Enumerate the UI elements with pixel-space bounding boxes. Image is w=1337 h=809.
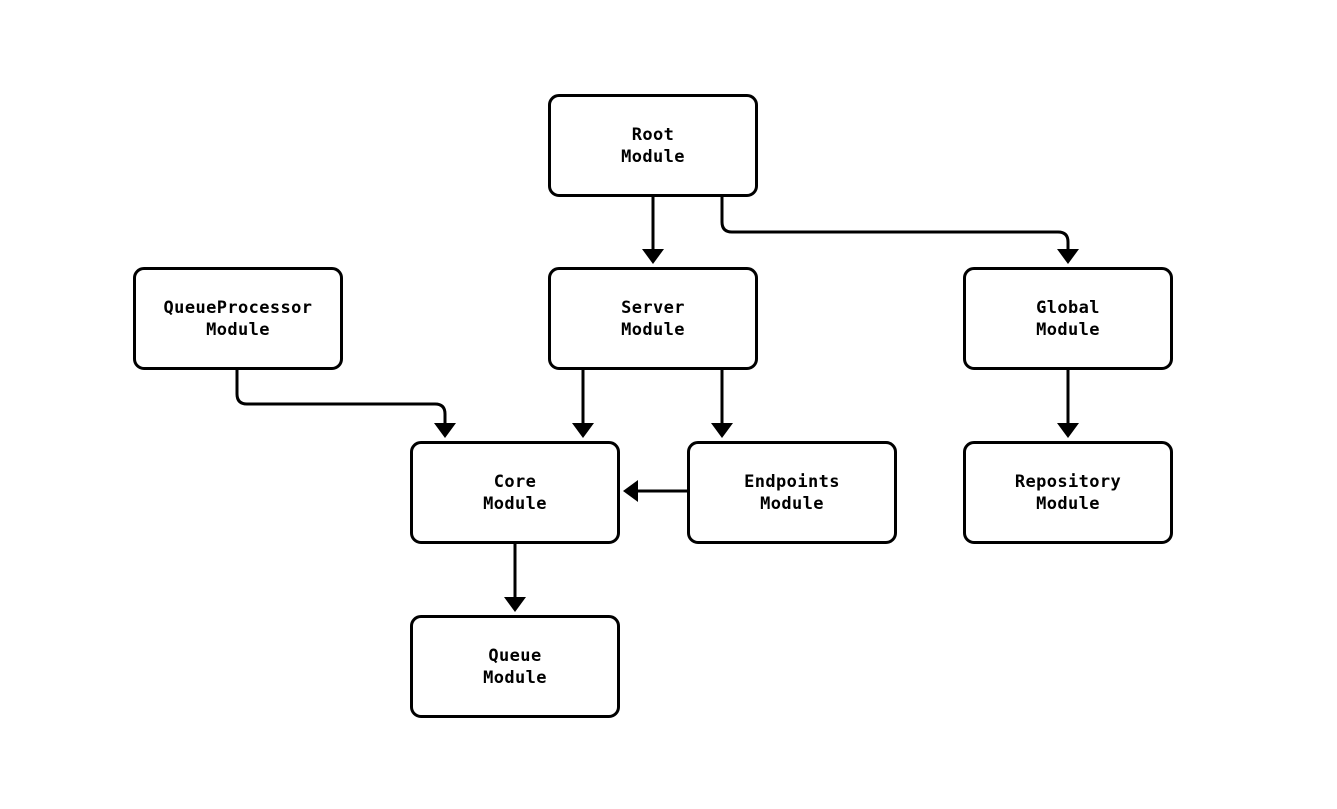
edge-queueprocessor-to-core (235, 370, 447, 429)
node-server-suffix: Module (621, 319, 685, 340)
node-root-name: Root (631, 124, 675, 145)
arrowhead-root-to-server (642, 249, 664, 264)
node-queueprocessor-suffix: Module (206, 319, 270, 340)
arrowhead-server-to-endpoints (711, 423, 733, 438)
node-core-name: Core (493, 471, 537, 492)
arrowhead-server-to-core (572, 423, 594, 438)
node-global[interactable]: Global Module (963, 267, 1173, 370)
node-endpoints-name: Endpoints (744, 471, 840, 492)
arrowhead-queueprocessor-to-core (434, 423, 456, 438)
node-global-suffix: Module (1036, 319, 1100, 340)
node-root[interactable]: Root Module (548, 94, 758, 197)
arrowhead-core-to-queue (504, 597, 526, 612)
arrowhead-root-to-global (1057, 249, 1079, 264)
node-server[interactable]: Server Module (548, 267, 758, 370)
node-server-name: Server (621, 297, 685, 318)
node-core-suffix: Module (483, 493, 547, 514)
node-queue-suffix: Module (483, 667, 547, 688)
node-endpoints-suffix: Module (760, 493, 824, 514)
node-queueprocessor-name: QueueProcessor (163, 297, 313, 318)
node-queueprocessor[interactable]: QueueProcessor Module (133, 267, 343, 370)
node-core[interactable]: Core Module (410, 441, 620, 544)
node-repository[interactable]: Repository Module (963, 441, 1173, 544)
node-queue[interactable]: Queue Module (410, 615, 620, 718)
node-global-name: Global (1036, 297, 1100, 318)
node-queue-name: Queue (488, 645, 542, 666)
edge-root-to-global (720, 197, 1070, 255)
arrowhead-endpoints-to-core (623, 480, 638, 502)
node-endpoints[interactable]: Endpoints Module (687, 441, 897, 544)
arrowhead-global-to-repository (1057, 423, 1079, 438)
node-root-suffix: Module (621, 146, 685, 167)
node-repository-name: Repository (1014, 471, 1122, 492)
node-repository-suffix: Module (1036, 493, 1100, 514)
